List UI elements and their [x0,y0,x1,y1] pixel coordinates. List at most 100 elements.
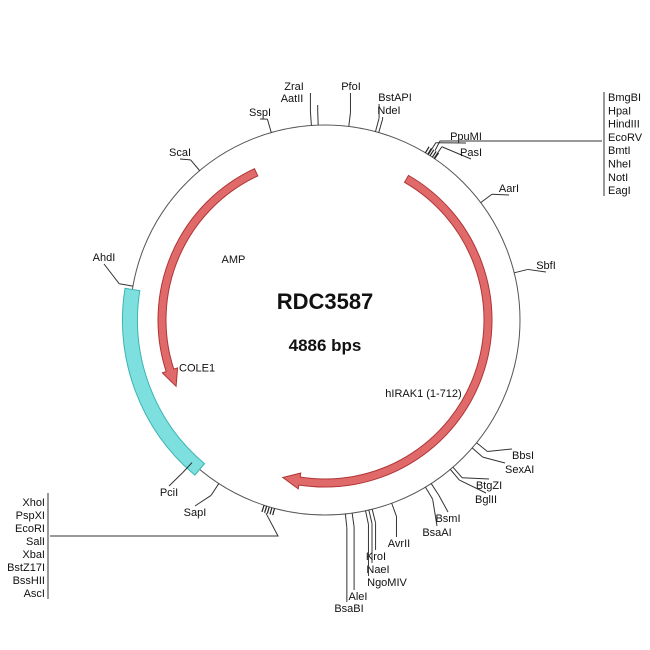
site-tick-bstapi [374,117,380,132]
site-tick-pasi [433,146,443,159]
site-label-sexai: SexAI [505,464,534,476]
cluster-label-nhei: NheI [608,159,631,171]
site-label-bsaai: BsaAI [422,527,451,539]
plasmid-name: RDC3587 [277,289,374,314]
site-label-btgzi: BtgZI [476,480,502,492]
cluster-label-bstz17i: BstZ17I [7,562,45,574]
site-label-bsabi: BsaBI [334,603,363,615]
cluster-tick [431,151,437,158]
site-label-ndei: NdeI [377,105,400,117]
site-leader-sbfi [527,268,547,273]
site-label-pcii: PciI [160,487,178,499]
feature-label-cole1: COLE1 [179,363,215,375]
cluster-tick [429,149,435,157]
site-leader-sexai [482,456,506,464]
site-leader-bsaai [432,499,438,527]
site-tick-pcii [182,462,193,474]
cluster-label-sali: SalI [26,536,45,548]
site-tick-kroi [371,509,377,523]
site-leader-bglii [459,479,487,494]
site-tick-ppumi [427,142,437,155]
cluster-label-noti: NotI [608,172,628,184]
cluster-tick [272,508,276,516]
cluster-label-pspxi: PspXI [16,510,45,522]
site-label-bsmi: BsmI [435,513,460,525]
feature-label-hirak1-1-712: hIRAK1 (1-712) [385,388,461,400]
cluster-tick [427,148,432,155]
site-leader-aari [491,193,510,196]
site-tick-ngomiv [365,510,369,525]
site-label-aatii: AatII [281,93,304,105]
site-tick-sbfi [514,268,528,274]
cluster-tick [269,507,273,515]
site-tick-sspi [266,118,272,133]
feature-hirak1-1-712 [281,174,493,490]
cluster-leader-top-right [434,140,602,151]
site-tick-bsaai [425,486,434,500]
cluster-label-bmgbi: BmgBI [608,92,641,104]
site-tick-bsabi [344,513,348,528]
site-label-ahdi: AhdI [93,252,116,264]
cluster-tick [264,505,268,513]
cluster-leader-bottom-left [50,512,279,537]
site-tick-ahdi [119,283,134,287]
site-tick-ndei [378,118,384,133]
feature-cole1 [122,287,206,476]
site-leader-btgzi [462,477,490,480]
site-label-zrai: ZraI [284,81,304,93]
site-tick-pfoi [348,112,351,127]
site-label-ppumi: PpuMI [450,131,482,143]
site-label-scai: ScaI [169,147,191,159]
cluster-tick [266,506,270,514]
site-label-bstapi: BstAPI [378,92,412,104]
site-label-sspi: SspI [249,107,271,119]
plasmid-size: 4886 bps [289,336,362,355]
site-leader-pasi [441,146,472,160]
cluster-tick [261,505,265,513]
site-label-kroi: KroI [366,551,386,563]
site-tick-zrai [309,111,312,126]
site-label-sbfi: SbfI [536,260,556,272]
cluster-label-ecori: EcoRI [15,523,45,535]
site-tick-bglii [449,469,460,481]
cluster-label-eagi: EagI [608,185,631,197]
cluster-label-hindiii: HindIII [608,119,640,131]
site-tick-naei [368,509,373,524]
site-leader-bbsi [487,448,513,453]
site-label-pfoi: PfoI [341,81,361,93]
site-label-alei: AleI [349,591,368,603]
cluster-label-ecorv: EcoRV [608,132,643,144]
site-leader-ahdi [103,263,120,285]
site-label-aari: AarI [499,183,519,195]
site-label-bbsi: BbsI [512,450,534,462]
site-tick-alei [351,513,355,528]
site-tick-aari [480,193,493,204]
cluster-label-xbai: XbaI [22,549,45,561]
site-tick-bsmi [430,483,440,496]
cluster-label-asci: AscI [24,588,45,600]
feature-label-amp: AMP [221,254,245,266]
site-tick-sapi [210,483,220,496]
site-label-avrii: AvrII [388,538,410,550]
cluster-label-hpai: HpaI [608,105,631,117]
site-leader-scai [179,158,191,161]
site-leader-sapi [194,494,212,507]
site-label-ngomiv: NgoMIV [367,577,407,589]
cluster-tick [434,152,440,160]
site-label-naei: NaeI [366,564,389,576]
cluster-label-bsshii: BssHII [13,575,45,587]
site-tick-scai [190,159,201,171]
site-tick-btgzi [452,466,463,479]
cluster-tick [424,146,430,154]
cluster-label-xhoi: XhoI [22,497,45,509]
site-label-sapi: SapI [184,507,207,519]
site-leader-bsmi [438,495,449,513]
site-tick-sexai [471,447,484,458]
feature-amp [157,167,259,388]
site-leader-pcii [168,472,183,487]
site-label-bglii: BglII [475,494,497,506]
cluster-label-bmti: BmtI [608,145,631,157]
site-tick-avrii [391,503,397,517]
site-tick-bbsi [476,442,488,452]
